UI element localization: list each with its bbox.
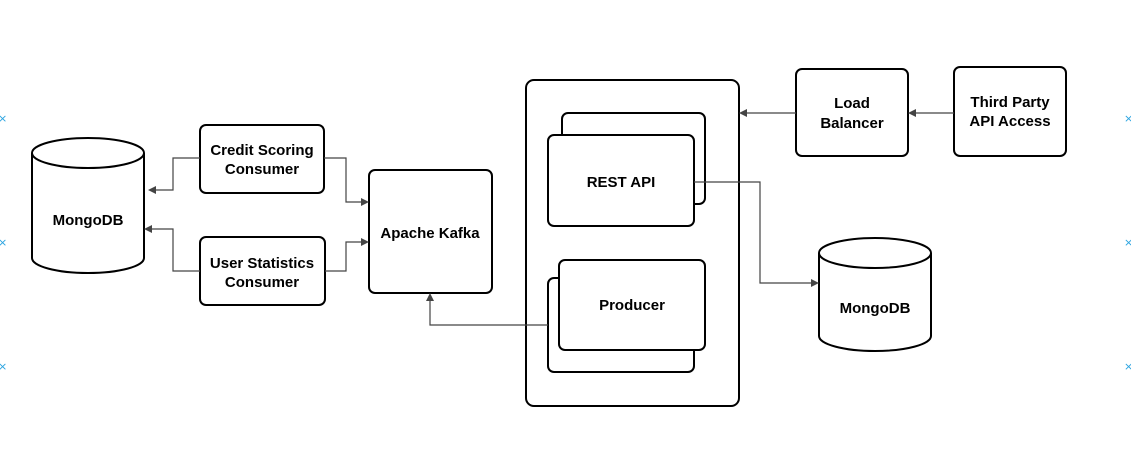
credit-scoring-label-line1: Credit Scoring <box>210 142 313 159</box>
rest-api-label: REST API <box>587 174 656 191</box>
load-balancer-node[interactable]: Load Balancer <box>795 68 909 157</box>
apache-kafka-node[interactable]: Apache Kafka <box>368 169 493 294</box>
third-party-label-line1: Third Party <box>970 94 1050 111</box>
mongodb-right-cylinder[interactable]: MongoDB <box>818 237 932 352</box>
edge-handle-icon: × <box>1124 236 1131 249</box>
edge-handle-icon: × <box>1124 112 1131 125</box>
connector-restapi-to-mongodb <box>694 181 819 287</box>
user-statistics-label-line1: User Statistics <box>210 255 314 272</box>
connector-credit-to-mongodb <box>148 157 200 194</box>
edge-handle-icon: × <box>0 112 7 125</box>
third-party-api-node[interactable]: Third Party API Access <box>953 66 1067 157</box>
connector-producer-to-kafka <box>426 293 548 326</box>
connector-credit-to-kafka <box>324 157 369 206</box>
connector-userstats-to-kafka <box>325 238 369 272</box>
edge-handle-icon: × <box>0 360 7 373</box>
connector-loadbalancer-to-service <box>739 109 796 117</box>
mongodb-right-label: MongoDB <box>840 300 911 317</box>
mongodb-left-label: MongoDB <box>53 212 124 229</box>
load-balancer-label-line1: Load <box>834 95 870 112</box>
producer-label: Producer <box>599 297 665 314</box>
credit-scoring-label-line2: Consumer <box>225 161 299 178</box>
rest-api-node[interactable]: REST API <box>547 112 706 227</box>
user-statistics-consumer-node[interactable]: User Statistics Consumer <box>199 236 326 306</box>
credit-scoring-consumer-node[interactable]: Credit Scoring Consumer <box>199 124 325 194</box>
load-balancer-label-line2: Balancer <box>820 115 884 132</box>
producer-node[interactable]: Producer <box>547 259 706 373</box>
connector-mongodb-to-userstats <box>144 225 200 272</box>
third-party-label-line2: API Access <box>969 113 1050 130</box>
mongodb-left-cylinder[interactable]: MongoDB <box>31 137 145 274</box>
connector-thirdparty-to-loadbalancer <box>908 109 954 117</box>
user-statistics-label-line2: Consumer <box>225 274 299 291</box>
edge-handle-icon: × <box>1124 360 1131 373</box>
apache-kafka-label: Apache Kafka <box>380 225 480 242</box>
edge-handle-icon: × <box>0 236 7 249</box>
